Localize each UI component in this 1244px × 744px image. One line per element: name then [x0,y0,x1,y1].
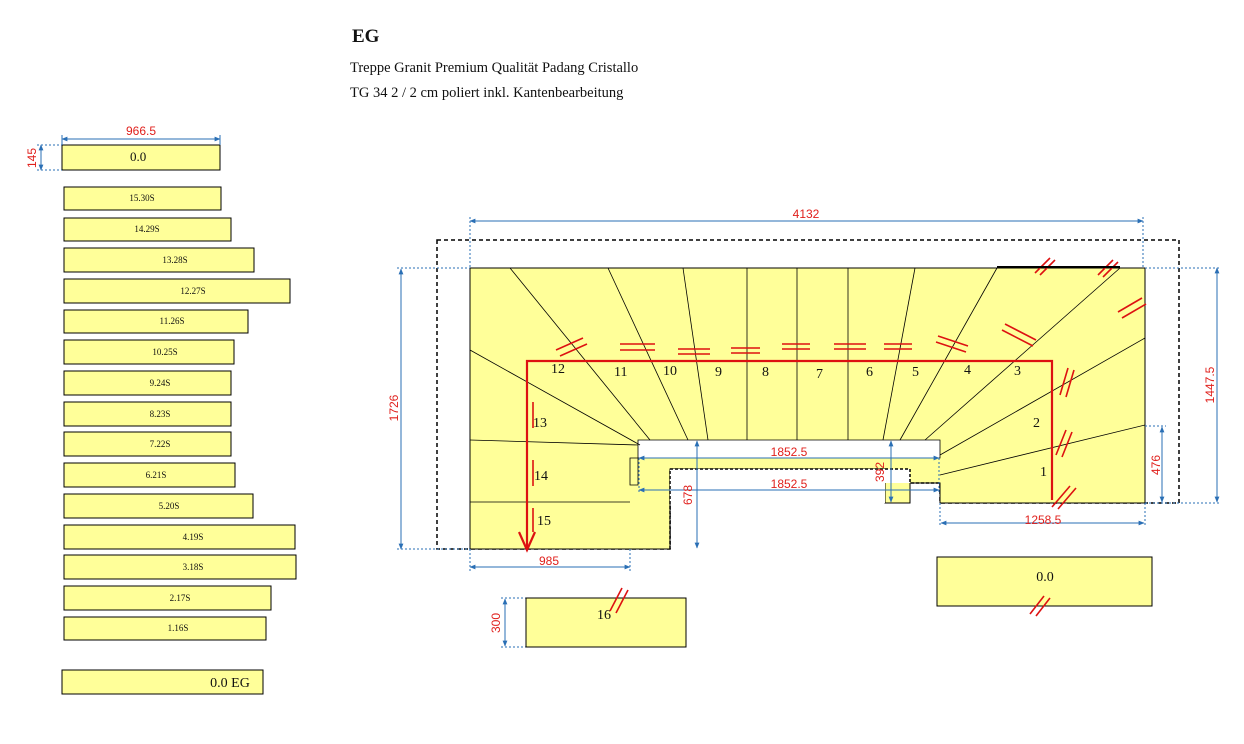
bottom-piece-label: 0.0 EG [210,676,250,691]
landing-piece-label: 16 [597,608,611,623]
page-title: EG [352,26,380,47]
step-row-label: 8.23S [150,409,171,419]
step-number: 14 [534,469,548,484]
step-row: 13.28S [63,247,255,273]
lower-gap [670,469,910,503]
step-number: 8 [762,365,769,380]
top-piece-height-dim: 145 [25,144,62,171]
step-number: 2 [1033,416,1040,431]
dimension-labels: 4132 1726 1447.5 476 1852.5 1852.5 678 3… [387,207,1217,633]
step-row: 2.17S [63,585,272,611]
bottom-piece: 0.0 EG [61,669,264,695]
stair-opening [637,439,941,459]
dim-landing-height: 300 [489,613,503,633]
step-row-label: 7.22S [150,439,171,449]
top-piece-width-dim: 966.5 [61,124,221,145]
step-number: 4 [964,363,971,378]
right-piece: 0.0 [936,556,1153,617]
stair-body [469,267,1146,550]
step-number: 1 [1040,465,1047,480]
step-row: 10.25S [63,339,235,365]
dim-center-v: 392 [873,462,887,482]
landing-piece: 16 [525,587,687,648]
step-number: 15 [537,514,551,529]
top-piece-height-label: 145 [25,148,39,168]
step-row: 5.20S [63,493,254,519]
step-row: 6.21S [63,462,236,488]
step-row-label: 1.16S [168,623,189,633]
right-piece-label: 0.0 [1036,570,1054,585]
step-row-label: 5.20S [159,501,180,511]
step-list: 15.30S 14.29S 13.28S 12.27S 11.26S 10.25… [63,186,297,641]
dim-bottom-right: 1258.5 [1025,513,1062,527]
step-number: 7 [816,367,823,382]
tread-lines [469,267,1146,504]
step-row: 1.16S [63,616,267,641]
step-row: 7.22S [63,431,232,457]
step-number: 5 [912,365,919,380]
dim-left-inner: 678 [681,485,695,505]
step-number: 9 [715,365,722,380]
step-row-label: 2.17S [170,593,191,603]
finish-line: TG 34 2 / 2 cm poliert inkl. Kantenbearb… [350,85,624,101]
step-row-label: 3.18S [183,562,204,572]
step-number: 6 [866,365,873,380]
top-piece-width-label: 966.5 [126,124,156,138]
step-row-label: 12.27S [180,286,205,296]
dim-total-height: 1726 [387,394,401,421]
dim-small-right: 476 [1149,455,1163,475]
lower-notch [629,457,639,486]
step-row-label: 11.26S [160,316,185,326]
step-row: 11.26S [63,309,249,334]
step-row: 15.30S [63,186,222,211]
step-row-label: 15.30S [129,193,154,203]
step-row-label: 6.21S [146,470,167,480]
step-row-label: 4.19S [183,532,204,542]
dim-right-height: 1447.5 [1203,366,1217,403]
step-row: 12.27S [63,278,291,304]
step-row: 14.29S [63,217,232,242]
step-row-label: 13.28S [162,255,187,265]
step-number: 13 [533,416,547,431]
step-number: 11 [614,365,627,380]
dim-bottom-left: 985 [539,554,559,568]
step-row: 9.24S [63,370,232,396]
dim-total-width: 4132 [793,207,820,221]
lower-gap-edge [669,468,940,549]
step-row: 8.23S [63,401,232,427]
dim-inner-top: 1852.5 [771,445,808,459]
step-row-label: 14.29S [134,224,159,234]
step-row: 3.18S [63,554,297,580]
dim-inner-bottom: 1852.5 [771,477,808,491]
step-number: 12 [551,362,565,377]
material-line: Treppe Granit Premium Qualität Padang Cr… [350,60,639,76]
top-piece-label: 0.0 [130,149,146,164]
step-row-label: 10.25S [152,347,177,357]
step-numbers: 1 2 3 4 5 6 7 8 9 10 11 12 13 14 15 [533,362,1047,529]
step-number: 3 [1014,364,1021,379]
step-number: 10 [663,364,677,379]
dimension-lines [397,217,1220,648]
step-row-label: 9.24S [150,378,171,388]
step-row: 4.19S [63,524,296,550]
top-piece: 0.0 [61,144,221,171]
walk-line [517,359,1054,553]
